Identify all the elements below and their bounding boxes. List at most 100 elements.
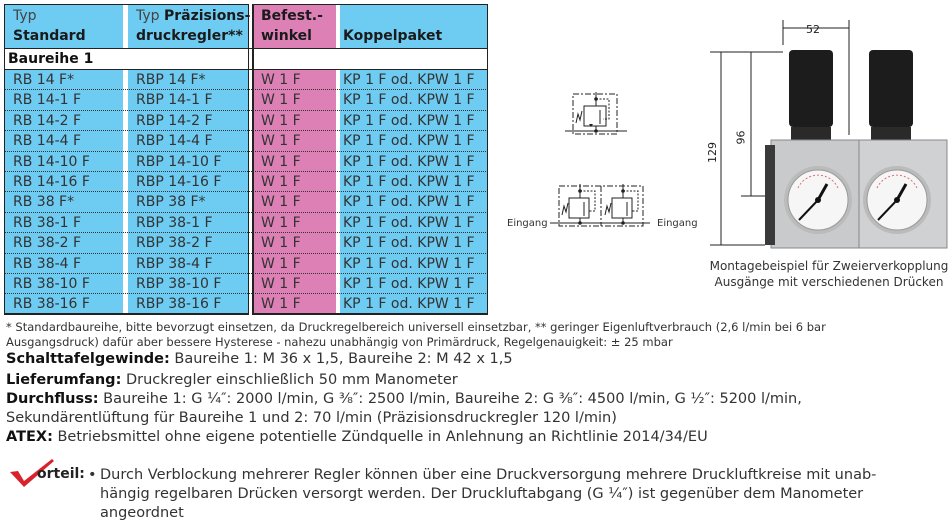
advantage-text: Durch Verblockung mehrerer Regler können… <box>100 466 877 523</box>
cell-praezision: RBP 14 F* <box>136 72 206 88</box>
cell-winkel: W 1 F <box>261 112 301 129</box>
regulator-product-image <box>710 20 948 249</box>
table-row: RB 14-16 F RBP 14-16 F W 1 F KP 1 F od. KPW… <box>4 172 488 193</box>
spec-label: Durchfluss: <box>6 391 99 407</box>
cell-standard: RB 38-10 F <box>13 275 90 292</box>
spec-value: Druckregler einschließlich 50 mm Manomet… <box>121 372 458 388</box>
cell-winkel: W 1 F <box>261 235 301 252</box>
product-table: Typ Standard Typ Präzisions- druckregler… <box>4 4 488 315</box>
cell-winkel: W 1 F <box>261 133 301 150</box>
spec-lieferumfang: Lieferumfang: Druckregler einschließlich… <box>6 371 458 390</box>
cell-praezision: RBP 38-4 F <box>136 255 213 272</box>
dimension-width: 52 <box>806 23 820 36</box>
header-line: druckregler** <box>136 28 243 44</box>
cell-koppelpaket: KP 1 F od. KPW 1 F <box>343 275 475 292</box>
cell-winkel: W 1 F <box>261 173 301 190</box>
cell-standard: RB 14-10 F <box>13 153 90 170</box>
cell-praezision: RBP 14-10 F <box>136 153 222 170</box>
cell-standard: RB 14 F* <box>13 72 75 88</box>
cell-standard: RB 38-4 F <box>13 255 82 272</box>
spec-durchfluss: Durchfluss: Baureihe 1: G ¼″: 2000 l/min… <box>6 390 802 409</box>
vorteil-label: orteil: <box>37 466 85 482</box>
cell-koppelpaket: KP 1 F od. KPW 1 F <box>343 112 475 129</box>
cell-standard: RB 38-2 F <box>13 235 82 252</box>
header-typ-standard: Typ Standard <box>13 6 86 46</box>
checkmark-icon <box>10 459 54 487</box>
header-koppelpaket: Koppelpaket <box>343 6 442 46</box>
cell-praezision: RBP 14-2 F <box>136 112 213 129</box>
header-line: Standard <box>13 28 86 44</box>
cell-koppelpaket: KP 1 F od. KPW 1 F <box>343 296 475 313</box>
cell-standard: RB 14-1 F <box>13 92 82 109</box>
cell-standard: RB 38-16 F <box>13 296 90 313</box>
table-frame-left <box>4 4 249 315</box>
table-row: RB 14-4 F RBP 14-4 F W 1 F KP 1 F od. KPW 1… <box>4 131 488 152</box>
group-label: Baureihe 1 <box>8 51 94 67</box>
spec-value: Baureihe 1: G ¼″: 2000 l/min, G ⅜″: 2500… <box>98 391 802 407</box>
cell-praezision: RBP 38-16 F <box>136 296 222 313</box>
spec-value: Betriebsmittel ohne eigene potentielle Z… <box>52 429 708 445</box>
table-row: RB 38-10 F RBP 38-10 F W 1 F KP 1 F od. KPW… <box>4 274 488 295</box>
cell-winkel: W 1 F <box>261 153 301 170</box>
cell-winkel: W 1 F <box>261 92 301 109</box>
spec-label: ATEX: <box>6 429 53 445</box>
cell-standard: RB 38 F* <box>13 194 75 211</box>
footnote-line-2: Ausgangsdruck) dafür aber bessere Hyster… <box>6 335 673 349</box>
header-line: winkel <box>261 28 312 44</box>
cell-standard: RB 38-1 F <box>13 214 82 231</box>
cell-praezision: RBP 38-2 F <box>136 235 213 252</box>
cell-winkel: W 1 F <box>261 275 301 292</box>
advantage-line: hängig regelbaren Drücken versorgt werde… <box>100 486 864 502</box>
spec-label: Lieferumfang: <box>6 372 122 388</box>
header-line: Typ <box>136 8 164 24</box>
table-row: RB 14-10 F RBP 14-10 F W 1 F KP 1 F od. KPW… <box>4 152 488 172</box>
cell-praezision: RBP 38 F* <box>136 194 206 211</box>
table-row: RB 14 F* RBP 14 F* W 1 F KP 1 F od. KPW 1 F <box>4 70 488 91</box>
table-row: RB 14-2 F RBP 14-2 F W 1 F KP 1 F od. KPW 1… <box>4 111 488 132</box>
cell-praezision: RBP 14-16 F <box>136 173 222 190</box>
cell-koppelpaket: KP 1 F od. KPW 1 F <box>343 173 475 190</box>
table-row: RB 38-16 F RBP 38-16 F W 1 F KP 1 F od. KPW… <box>4 294 488 314</box>
spec-value: Baureihe 1: M 36 x 1,5, Baureihe 2: M 42… <box>169 351 513 367</box>
eingang-left-label: Eingang <box>507 218 548 229</box>
cell-koppelpaket: KP 1 F od. KPW 1 F <box>343 92 475 109</box>
cell-winkel: W 1 F <box>261 296 301 313</box>
spec-schalttafelgewinde: Schalttafelgewinde: Baureihe 1: M 36 x 1… <box>6 350 513 369</box>
dimension-height-partial: 96 <box>734 130 748 145</box>
cell-praezision: RBP 38-10 F <box>136 275 222 292</box>
header-line: Befest.- <box>261 8 323 24</box>
cell-standard: RB 14-16 F <box>13 173 90 190</box>
header-befestigungswinkel: Befest.- winkel <box>261 6 323 46</box>
table-row: RB 38-4 F RBP 38-4 F W 1 F KP 1 F od. KPW 1… <box>4 254 488 274</box>
cell-winkel: W 1 F <box>261 255 301 272</box>
cell-koppelpaket: KP 1 F od. KPW 1 F <box>343 255 475 272</box>
cell-koppelpaket: KP 1 F od. KPW 1 F <box>343 72 475 88</box>
cell-koppelpaket: KP 1 F od. KPW 1 F <box>343 214 475 231</box>
spec-durchfluss-line-2: Sekundärentlüftung für Baureihe 1 und 2:… <box>6 410 617 426</box>
cell-koppelpaket: KP 1 F od. KPW 1 F <box>343 194 475 211</box>
cell-winkel: W 1 F <box>261 194 301 211</box>
footnote-line-1: * Standardbaureihe, bitte bevorzugt eins… <box>6 320 826 334</box>
header-typ-praezision: Typ Präzisions- druckregler** <box>136 6 250 46</box>
cell-koppelpaket: KP 1 F od. KPW 1 F <box>343 133 475 150</box>
cell-winkel: W 1 F <box>261 72 301 88</box>
header-line: Typ <box>13 8 37 24</box>
cell-praezision: RBP 14-4 F <box>136 133 213 150</box>
cell-standard: RB 14-4 F <box>13 133 82 150</box>
table-row: RB 38 F* RBP 38 F* W 1 F KP 1 F od. KPW 1 F <box>4 192 488 213</box>
coupled-regulator-symbol <box>550 184 650 227</box>
dimension-height-total: 129 <box>706 142 719 163</box>
cell-praezision: RBP 38-1 F <box>136 214 213 231</box>
advantage-line: Durch Verblockung mehrerer Regler können… <box>100 467 877 483</box>
spec-atex: ATEX: Betriebsmittel ohne eigene potenti… <box>6 428 708 447</box>
cell-praezision: RBP 14-1 F <box>136 92 213 109</box>
cell-koppelpaket: KP 1 F od. KPW 1 F <box>343 153 475 170</box>
eingang-right-label: Eingang <box>657 218 698 229</box>
spec-label: Schalttafelgewinde: <box>6 351 170 367</box>
header-line: Präzisions- <box>164 8 251 24</box>
table-row: RB 14-1 F RBP 14-1 F W 1 F KP 1 F od. KPW 1… <box>4 90 488 111</box>
cell-standard: RB 14-2 F <box>13 112 82 129</box>
pressure-regulator-symbol <box>565 92 627 135</box>
